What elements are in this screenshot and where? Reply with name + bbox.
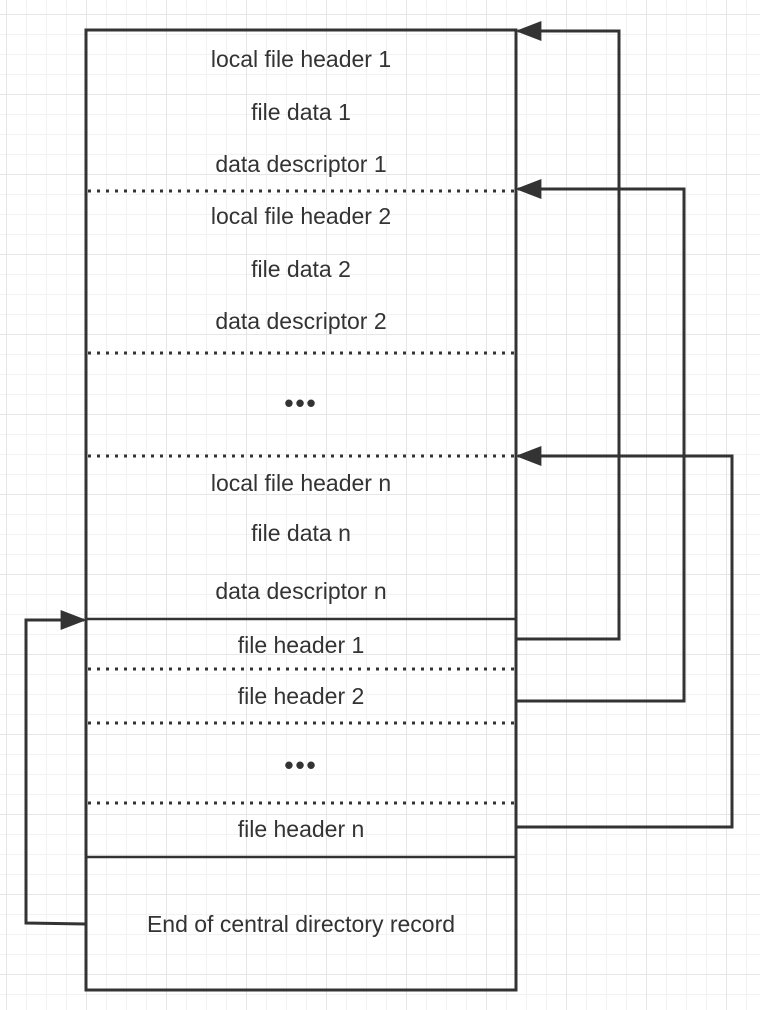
- label-file-data-n: file data n: [251, 520, 351, 546]
- label-local-ellipsis: •••: [284, 388, 318, 418]
- label-central-ellipsis: •••: [284, 750, 318, 780]
- label-local-file-header-2: local file header 2: [210, 203, 392, 229]
- zip-structure-box: [84, 28, 518, 992]
- label-end-of-central-directory-record: End of central directory record: [146, 911, 456, 937]
- label-file-data-1: file data 1: [251, 99, 351, 125]
- label-file-data-2: file data 2: [251, 256, 351, 282]
- label-local-file-header-1: local file header 1: [210, 46, 392, 72]
- arrow-file-header-2-to-local-2: [515, 179, 686, 703]
- arrow-end-record-to-central-directory: [24, 610, 87, 926]
- label-file-header-n: file header n: [237, 816, 365, 842]
- label-local-file-header-n: local file header n: [210, 470, 392, 496]
- label-data-descriptor-2: data descriptor 2: [215, 308, 387, 334]
- label-data-descriptor-n: data descriptor n: [215, 578, 387, 604]
- label-file-header-1: file header 1: [237, 632, 365, 658]
- arrow-file-header-n-to-local-n: [515, 446, 734, 829]
- label-file-header-2: file header 2: [237, 683, 365, 709]
- label-data-descriptor-1: data descriptor 1: [215, 151, 387, 177]
- arrow-file-header-1-to-local-1: [515, 21, 621, 641]
